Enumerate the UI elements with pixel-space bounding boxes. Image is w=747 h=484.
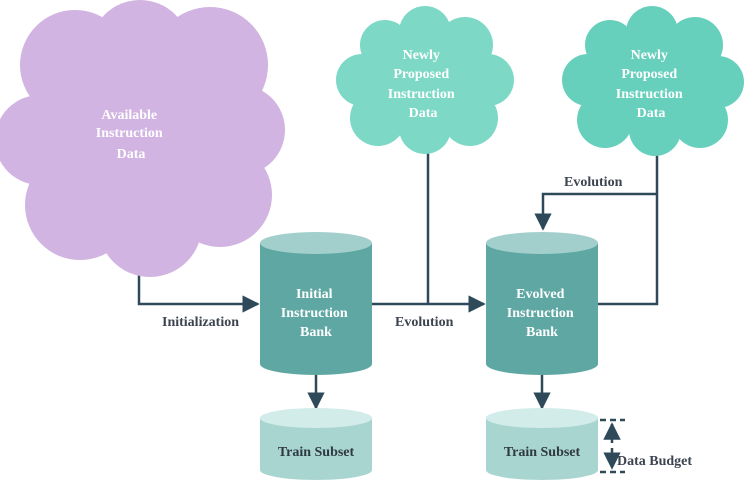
cylinder-train-subset-initial xyxy=(260,408,372,480)
cylinder-evolved-bank xyxy=(486,232,598,375)
data-budget-bracket xyxy=(600,418,625,474)
train-subset-initial-label: Train Subset xyxy=(278,445,355,460)
initial-bank-label: Initial Instruction Bank xyxy=(281,287,351,340)
train-subset-evolved-label: Train Subset xyxy=(504,445,581,460)
arrow-initialization xyxy=(137,272,260,313)
label-evolution-middle: Evolution xyxy=(395,315,454,330)
cloud-available-label: Available Instruction Data xyxy=(96,108,166,162)
cloud-proposed-1 xyxy=(336,6,514,154)
evolved-bank-label: Evolved Instruction Bank xyxy=(507,287,577,340)
label-evolution-top: Evolution xyxy=(564,175,623,190)
cloud-proposed-2-label: Newly Proposed Instruction Data xyxy=(616,48,686,121)
cylinder-initial-bank xyxy=(260,232,372,375)
cloud-available-data xyxy=(0,0,285,277)
cloud-proposed-2 xyxy=(562,6,744,156)
line-proposed-2-down xyxy=(598,152,659,306)
arrow-evolution-top xyxy=(534,192,657,231)
cylinder-train-subset-evolved xyxy=(486,408,598,480)
connectors xyxy=(137,150,659,410)
cloud-proposed-1-label: Newly Proposed Instruction Data xyxy=(388,48,458,121)
label-initialization: Initialization xyxy=(162,315,239,330)
label-data-budget: Data Budget xyxy=(617,454,692,469)
